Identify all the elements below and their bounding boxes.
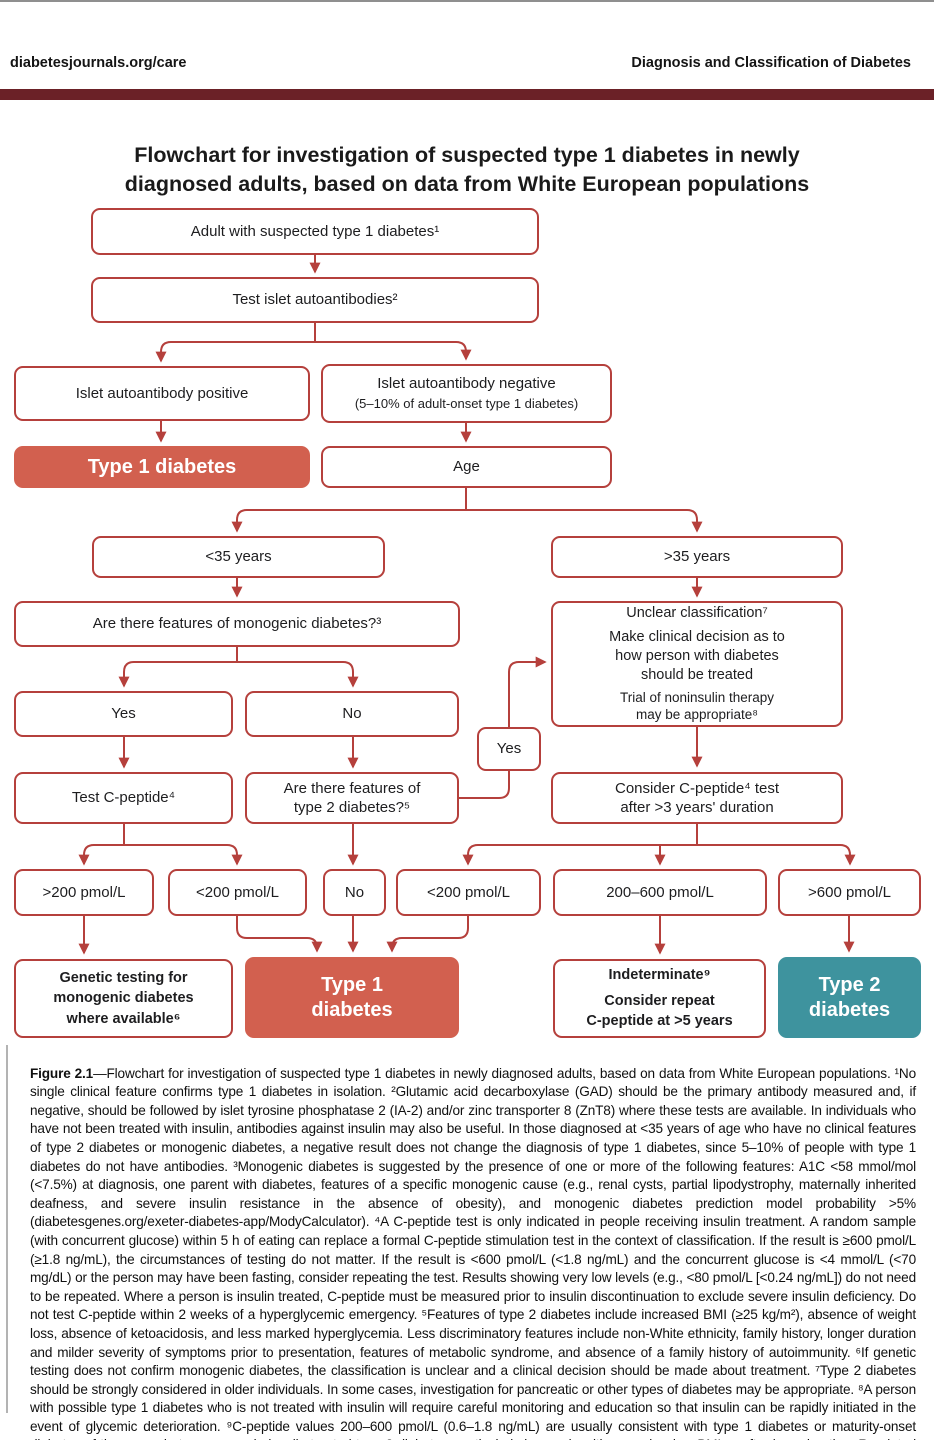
node-test-islet-autoantibodies: Test islet autoantibodies² [91, 277, 539, 323]
node-result-no: No [323, 869, 386, 916]
node-label: >200 pmol/L [42, 883, 126, 901]
node-type1-diabetes-final: Type 1 diabetes [245, 957, 459, 1038]
figure-caption-label: Figure 2.1 [30, 1065, 94, 1081]
node-label: Adult with suspected type 1 diabetes¹ [190, 222, 440, 240]
node-label: No [342, 705, 362, 723]
figure-title: Flowchart for investigation of suspected… [124, 143, 810, 196]
node-under-35-years: <35 years [92, 536, 385, 578]
node-note: Trial of noninsulin therapy may be appro… [619, 689, 775, 723]
node-sublabel: Consider repeat C-peptide at >5 years [586, 992, 733, 1030]
node-type2-features-question: Are there features of type 2 diabetes?⁵ [245, 772, 459, 824]
node-result-lt200-left: <200 pmol/L [168, 869, 307, 916]
node-autoantibody-negative: Islet autoantibody negative (5–10% of ad… [321, 364, 612, 423]
node-adult-suspected-t1d: Adult with suspected type 1 diabetes¹ [91, 208, 539, 255]
node-label: No [344, 883, 365, 901]
node-label: Type 2 diabetes [808, 973, 891, 1021]
node-over-35-years: >35 years [551, 536, 843, 578]
node-label: Yes [111, 705, 136, 723]
journal-url: diabetesjournals.org/care [10, 55, 187, 71]
node-label: Are there features of type 2 diabetes?⁵ [283, 779, 421, 817]
node-type1-diabetes-early: Type 1 diabetes [14, 446, 310, 488]
node-label: Unclear classification⁷ [626, 605, 768, 622]
node-label: Type 1 diabetes [311, 973, 393, 1021]
node-label: <200 pmol/L [196, 883, 279, 901]
node-label: Yes [496, 740, 522, 758]
node-indeterminate: Indeterminate⁹ Consider repeat C-peptide… [553, 959, 766, 1038]
node-label: Test islet autoantibodies² [232, 291, 398, 309]
node-unclear-classification: Unclear classification⁷ Make clinical de… [551, 601, 843, 727]
node-result-gt200: >200 pmol/L [14, 869, 154, 916]
node-sublabel: (5–10% of adult-onset type 1 diabetes) [354, 395, 579, 411]
node-result-gt600: >600 pmol/L [778, 869, 921, 916]
node-type2-diabetes-final: Type 2 diabetes [778, 957, 921, 1038]
node-yes: Yes [14, 691, 233, 737]
node-label: <35 years [205, 548, 272, 566]
node-autoantibody-positive: Islet autoantibody positive [14, 366, 310, 421]
node-label: Islet autoantibody positive [75, 384, 249, 402]
node-yes-connector: Yes [477, 727, 541, 771]
node-label: >35 years [663, 548, 731, 566]
node-label: Type 1 diabetes [87, 455, 237, 478]
node-age: Age [321, 446, 612, 488]
node-label: 200–600 pmol/L [606, 883, 714, 901]
caption-left-rule [6, 1045, 8, 1413]
node-label: Islet autoantibody negative [377, 375, 556, 393]
page-top-border [0, 0, 934, 2]
node-test-c-peptide: Test C-peptide⁴ [14, 772, 233, 824]
node-label: >600 pmol/L [808, 883, 891, 901]
node-label: Age [453, 458, 480, 476]
node-sublabel: Make clinical decision as to how person … [609, 629, 785, 683]
node-label: Test C-peptide⁴ [71, 789, 176, 807]
node-result-lt200-right: <200 pmol/L [396, 869, 541, 916]
flowchart: Adult with suspected type 1 diabetes¹ Te… [14, 208, 921, 1038]
node-label: Are there features of monogenic diabetes… [92, 615, 382, 633]
header-rule [0, 89, 934, 100]
running-head: Diagnosis and Classification of Diabetes [631, 55, 911, 71]
node-monogenic-features-question: Are there features of monogenic diabetes… [14, 601, 460, 647]
node-label: Genetic testing for monogenic diabetes w… [53, 969, 194, 1027]
node-label: <200 pmol/L [427, 883, 510, 901]
node-result-200-600: 200–600 pmol/L [553, 869, 767, 916]
node-genetic-testing: Genetic testing for monogenic diabetes w… [14, 959, 233, 1038]
node-consider-c-peptide: Consider C-peptide⁴ test after >3 years'… [551, 772, 843, 824]
node-label: Indeterminate⁹ [608, 967, 711, 984]
node-no: No [245, 691, 459, 737]
node-label: Consider C-peptide⁴ test after >3 years'… [614, 779, 780, 817]
figure-caption: Figure 2.1—Flowchart for investigation o… [30, 1065, 916, 1440]
figure-caption-text: —Flowchart for investigation of suspecte… [30, 1065, 917, 1440]
